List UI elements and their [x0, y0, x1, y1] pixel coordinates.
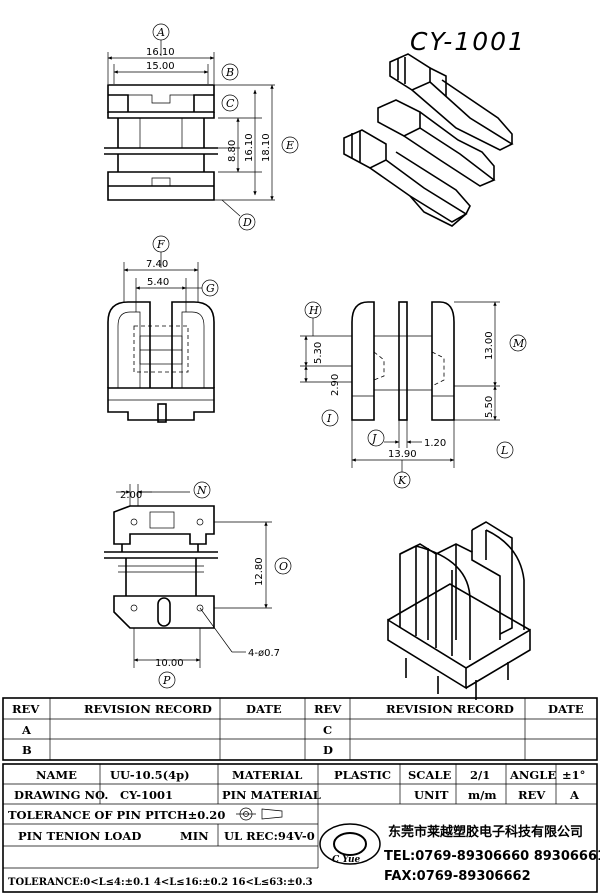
company-logo: C Yue [319, 823, 381, 865]
company-fax: FAX:0769-89306662 [384, 869, 531, 884]
name-label: NAME [36, 768, 77, 782]
unit-value: m/m [468, 788, 497, 802]
dim-o: 12.80 [254, 557, 265, 586]
dim-j: 1.20 [424, 438, 446, 449]
callout-m: M [512, 337, 525, 350]
tolerance-pitch: TOLERANCE OF PIN PITCH±0.20 [8, 808, 225, 822]
ul-rec: UL REC:94V-0 [224, 829, 315, 843]
pin-tension-min: MIN [180, 829, 209, 843]
callout-b: B [225, 66, 234, 79]
callout-a: A [156, 26, 165, 39]
rev-row-d: D [323, 743, 333, 757]
dim-f: 7.40 [146, 259, 168, 270]
tolerance-note: TOLERANCE:0<L≤4:±0.1 4<L≤16:±0.2 16<L≤63… [8, 877, 313, 888]
rev-header-record-2: REVISION RECORD [386, 702, 514, 716]
title-block: NAME UU-10.5(4p) MATERIAL PLASTIC SCALE … [2, 763, 600, 893]
dim-a: 16.10 [146, 47, 175, 58]
view-top-left: 16.10 15.00 8.80 16.10 18.10 A B C D E [104, 23, 299, 231]
drawing-no-label: DRAWING NO. [14, 788, 108, 802]
dim-i: 2.90 [330, 374, 341, 396]
callout-p: P [162, 674, 171, 687]
view-side: 5.30 2.90 13.00 5.50 13.90 1.20 H I J K … [300, 301, 527, 489]
rev-header-record-1: REVISION RECORD [84, 702, 212, 716]
rev-row-c: C [323, 723, 332, 737]
callout-e: E [285, 139, 294, 152]
dim-d: 16.10 [244, 133, 255, 162]
callout-c: C [226, 97, 235, 110]
dim-b: 15.00 [146, 61, 175, 72]
rev-header-date-2: DATE [548, 702, 584, 716]
callout-n: N [196, 484, 207, 497]
callout-f: F [156, 238, 165, 251]
callout-l: L [500, 444, 508, 457]
rev-value: A [569, 788, 580, 802]
material-value: PLASTIC [334, 768, 391, 782]
view-front: 7.40 5.40 F G [107, 235, 219, 423]
rev-header-rev-1: REV [12, 702, 40, 716]
scale-value: 2/1 [470, 768, 490, 782]
dim-e: 18.10 [261, 133, 272, 162]
dim-h: 5.30 [313, 342, 324, 364]
pin-material-label: PIN MATERIAL [222, 788, 321, 802]
material-label: MATERIAL [232, 768, 302, 782]
model-title: CY-1001 [410, 27, 526, 56]
angle-value: ±1° [562, 768, 585, 782]
callout-o: O [279, 560, 288, 573]
callout-g: G [206, 282, 215, 295]
callout-j: J [370, 432, 377, 445]
rev-header-rev-2: REV [314, 702, 342, 716]
drawing-no-value: CY-1001 [120, 788, 173, 802]
rev-row-b: B [22, 743, 32, 757]
dim-holes: 4-ø0.7 [248, 648, 280, 659]
revision-table: REV REVISION RECORD DATE REV REVISION RE… [2, 697, 598, 761]
dim-n: 2.00 [120, 490, 142, 501]
name-value: UU-10.5(4p) [110, 768, 190, 782]
projection-symbol-icon [236, 807, 283, 821]
callout-i: I [326, 412, 332, 425]
angle-label: ANGLE [509, 768, 556, 782]
callout-d: D [242, 216, 252, 229]
dim-c: 8.80 [227, 140, 238, 162]
rev-header-date-1: DATE [246, 702, 282, 716]
scale-label: SCALE [408, 768, 451, 782]
company-tel: TEL:0769-89306660 89306661 [384, 849, 600, 864]
unit-label: UNIT [414, 788, 449, 802]
pin-tension-label: PIN TENION LOAD [18, 829, 141, 843]
rev-row-a: A [21, 723, 32, 737]
logo-text: C Yue [332, 855, 360, 865]
dim-l: 5.50 [484, 396, 495, 418]
dim-k: 13.90 [388, 449, 417, 460]
iso-view-bottom [387, 521, 531, 700]
company-name: 东莞市莱越塑胶电子科技有限公司 [388, 824, 583, 840]
callout-k: K [397, 474, 407, 487]
rev-label: REV [518, 788, 546, 802]
dim-m: 13.00 [484, 331, 495, 360]
dim-p: 10.00 [155, 658, 184, 669]
callout-h: H [308, 304, 319, 317]
dim-g: 5.40 [147, 277, 169, 288]
view-bottom: 2.00 12.80 10.00 4-ø0.7 N O P [104, 481, 292, 689]
iso-view-top [343, 53, 514, 227]
